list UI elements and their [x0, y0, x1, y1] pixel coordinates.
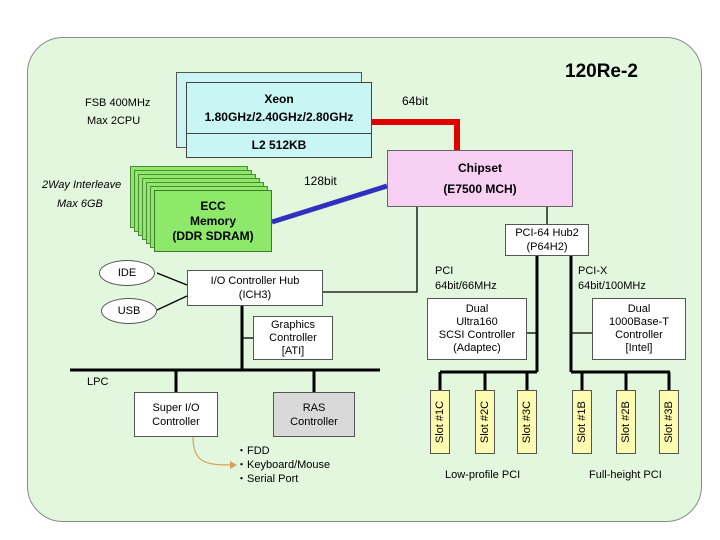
lan-line3: Controller — [615, 329, 663, 341]
slot-label: Slot #2C — [479, 400, 491, 444]
scsi-line1: Dual — [465, 303, 489, 315]
superio-line2: Controller — [152, 415, 200, 428]
memory-width-label: 128bit — [304, 174, 337, 188]
pcix-label: PCI-X — [578, 265, 608, 277]
cpu-cache: L2 512KB — [251, 138, 307, 152]
superio-arrow — [192, 436, 231, 466]
full-height-label: Full-height PCI — [589, 469, 662, 481]
lan-controller-block: Dual 1000Base-T Controller [Intel] — [592, 298, 686, 360]
memory-line1: ECC — [200, 198, 226, 213]
ide-port: IDE — [99, 260, 155, 286]
hub2-line1: PCI-64 Hub2 — [515, 227, 579, 239]
scsi-line2: Ultra160 — [456, 316, 498, 328]
superio-controller-block: Super I/O Controller — [134, 392, 218, 437]
slot-3b: Slot #3B — [659, 390, 679, 454]
memory-line3: (DDR SDRAM) — [172, 228, 254, 243]
graphics-line3: [ATI] — [281, 344, 305, 357]
slot-3c: Slot #3C — [517, 390, 537, 454]
max-memory-label: Max 6GB — [57, 198, 103, 210]
diagram-title: 120Re-2 — [565, 61, 638, 82]
chipset-line1: Chipset — [457, 160, 502, 175]
lpc-label: LPC — [87, 376, 109, 388]
chipset-block: Chipset (E7500 MCH) — [387, 150, 573, 207]
fsb-label: FSB 400MHz — [85, 97, 151, 109]
cpu-name: Xeon — [264, 92, 294, 106]
interleave-label: 2Way Interleave — [42, 179, 122, 191]
scsi-line3: SCSI Controller — [438, 329, 516, 341]
superio-arrowhead — [230, 461, 237, 469]
fsb-width-label: 64bit — [402, 94, 429, 108]
slot-label: Slot #3B — [663, 401, 675, 443]
io-item-fdd: ・FDD — [236, 445, 270, 457]
ide-label: IDE — [117, 267, 137, 279]
max-cpu-label: Max 2CPU — [87, 115, 141, 127]
chipset-line2: (E7500 MCH) — [443, 181, 517, 196]
lan-line2: 1000Base-T — [609, 316, 669, 328]
memory-line2: Memory — [189, 213, 236, 228]
io-item-serial-port: ・Serial Port — [236, 473, 299, 485]
hub-link-ich — [323, 207, 418, 293]
cpu-speeds: 1.80GHz/2.40GHz/2.80GHz — [204, 110, 354, 124]
graphics-controller-block: Graphics Controller [ATI] — [253, 316, 333, 360]
lan-line4: [Intel] — [625, 342, 653, 354]
pcix-speed-label: 64bit/100MHz — [578, 280, 646, 292]
ras-line1: RAS — [302, 401, 326, 414]
low-profile-label: Low-profile PCI — [445, 469, 521, 481]
graphics-line2: Controller — [269, 331, 317, 344]
fsb-link — [372, 119, 460, 150]
slot-2c: Slot #2C — [475, 390, 495, 454]
scsi-line4: (Adaptec) — [453, 342, 501, 354]
slot-label: Slot #1C — [434, 400, 446, 444]
cpu-block: Xeon 1.80GHz/2.40GHz/2.80GHz L2 512KB — [186, 82, 372, 158]
scsi-controller-block: Dual Ultra160 SCSI Controller (Adaptec) — [427, 298, 527, 360]
ich-line2: (ICH3) — [238, 289, 272, 301]
graphics-line1: Graphics — [270, 318, 316, 331]
ich-to-ide — [156, 272, 188, 286]
ich-to-usb — [156, 295, 188, 311]
ich-block: I/O Controller Hub (ICH3) — [187, 270, 323, 306]
usb-label: USB — [117, 305, 141, 317]
ras-controller-block: RAS Controller — [273, 392, 355, 437]
usb-port: USB — [101, 298, 157, 324]
lan-line1: Dual — [627, 303, 651, 315]
slot-label: Slot #3C — [521, 400, 533, 444]
io-item-keyboard-mouse: ・Keyboard/Mouse — [236, 459, 331, 471]
hub2-line2: (P64H2) — [526, 241, 568, 253]
ras-line2: Controller — [290, 415, 338, 428]
slot-2b: Slot #2B — [616, 390, 636, 454]
slot-1c: Slot #1C — [430, 390, 450, 454]
memory-block: ECC Memory (DDR SDRAM) — [154, 190, 272, 252]
pci-speed-label: 64bit/66MHz — [435, 280, 497, 292]
memory-link — [271, 183, 388, 225]
slot-label: Slot #2B — [620, 401, 632, 443]
slot-1b: Slot #1B — [572, 390, 592, 454]
superio-line1: Super I/O — [152, 401, 200, 414]
pci-label: PCI — [435, 265, 454, 277]
pci64-hub2-block: PCI-64 Hub2 (P64H2) — [505, 224, 589, 256]
ich-line1: I/O Controller Hub — [210, 275, 300, 287]
slot-label: Slot #1B — [576, 401, 588, 443]
